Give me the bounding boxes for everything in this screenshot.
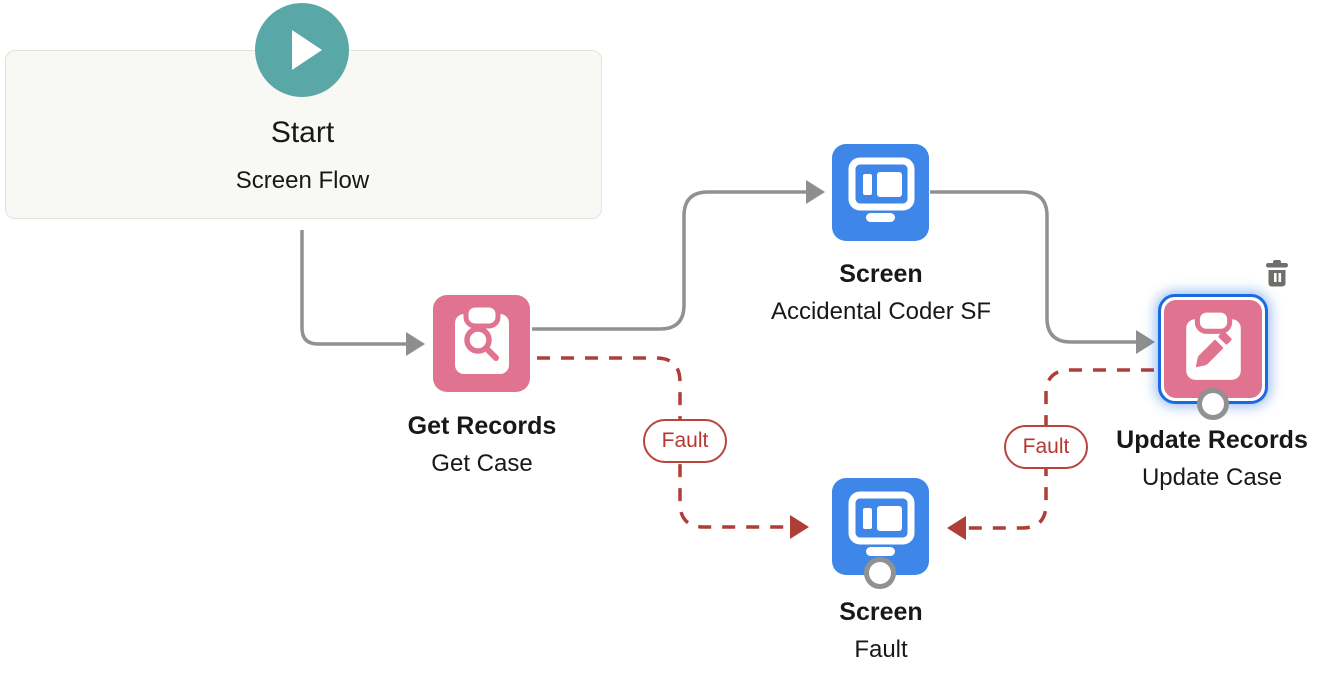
screen-icon [848, 491, 915, 556]
fault-badge-label: Fault [1022, 435, 1070, 458]
arrowhead-icon [406, 332, 425, 356]
node-update-records-title: Update Records [1116, 426, 1308, 454]
fault-badge: Fault [1004, 425, 1088, 469]
arrowhead-icon [947, 516, 966, 540]
record-update-icon [1186, 307, 1241, 380]
node-screen-main-subtitle: Accidental Coder SF [770, 298, 992, 325]
node-get-records-subtitle: Get Case [431, 450, 533, 477]
connector-start-to-get-records[interactable] [300, 230, 425, 356]
play-icon[interactable] [255, 3, 349, 97]
connector-get-records-to-screen[interactable] [532, 180, 825, 331]
fault-badge-label: Fault [661, 429, 709, 452]
start-node-title: Start [270, 116, 335, 149]
connector-handle[interactable] [1197, 388, 1229, 420]
node-screen-main[interactable] [832, 144, 929, 241]
arrowhead-icon [1136, 330, 1155, 354]
node-get-records-title: Get Records [407, 412, 557, 440]
fault-badge: Fault [643, 419, 727, 463]
start-node-subtitle: Screen Flow [235, 167, 370, 194]
trash-icon[interactable] [1264, 260, 1290, 289]
arrowhead-icon [806, 180, 825, 204]
node-update-records[interactable] [1158, 294, 1268, 404]
connector-handle[interactable] [864, 557, 896, 589]
node-update-records-subtitle: Update Case [1141, 464, 1283, 491]
connector-screen-to-update-records[interactable] [930, 190, 1155, 354]
screen-icon [848, 157, 915, 222]
record-lookup-icon [455, 302, 509, 374]
node-get-records[interactable] [433, 295, 530, 392]
node-screen-main-title: Screen [839, 260, 923, 288]
arrowhead-icon [790, 515, 809, 539]
node-screen-fault-title: Screen [839, 598, 923, 626]
node-screen-fault-subtitle: Fault [854, 636, 908, 663]
